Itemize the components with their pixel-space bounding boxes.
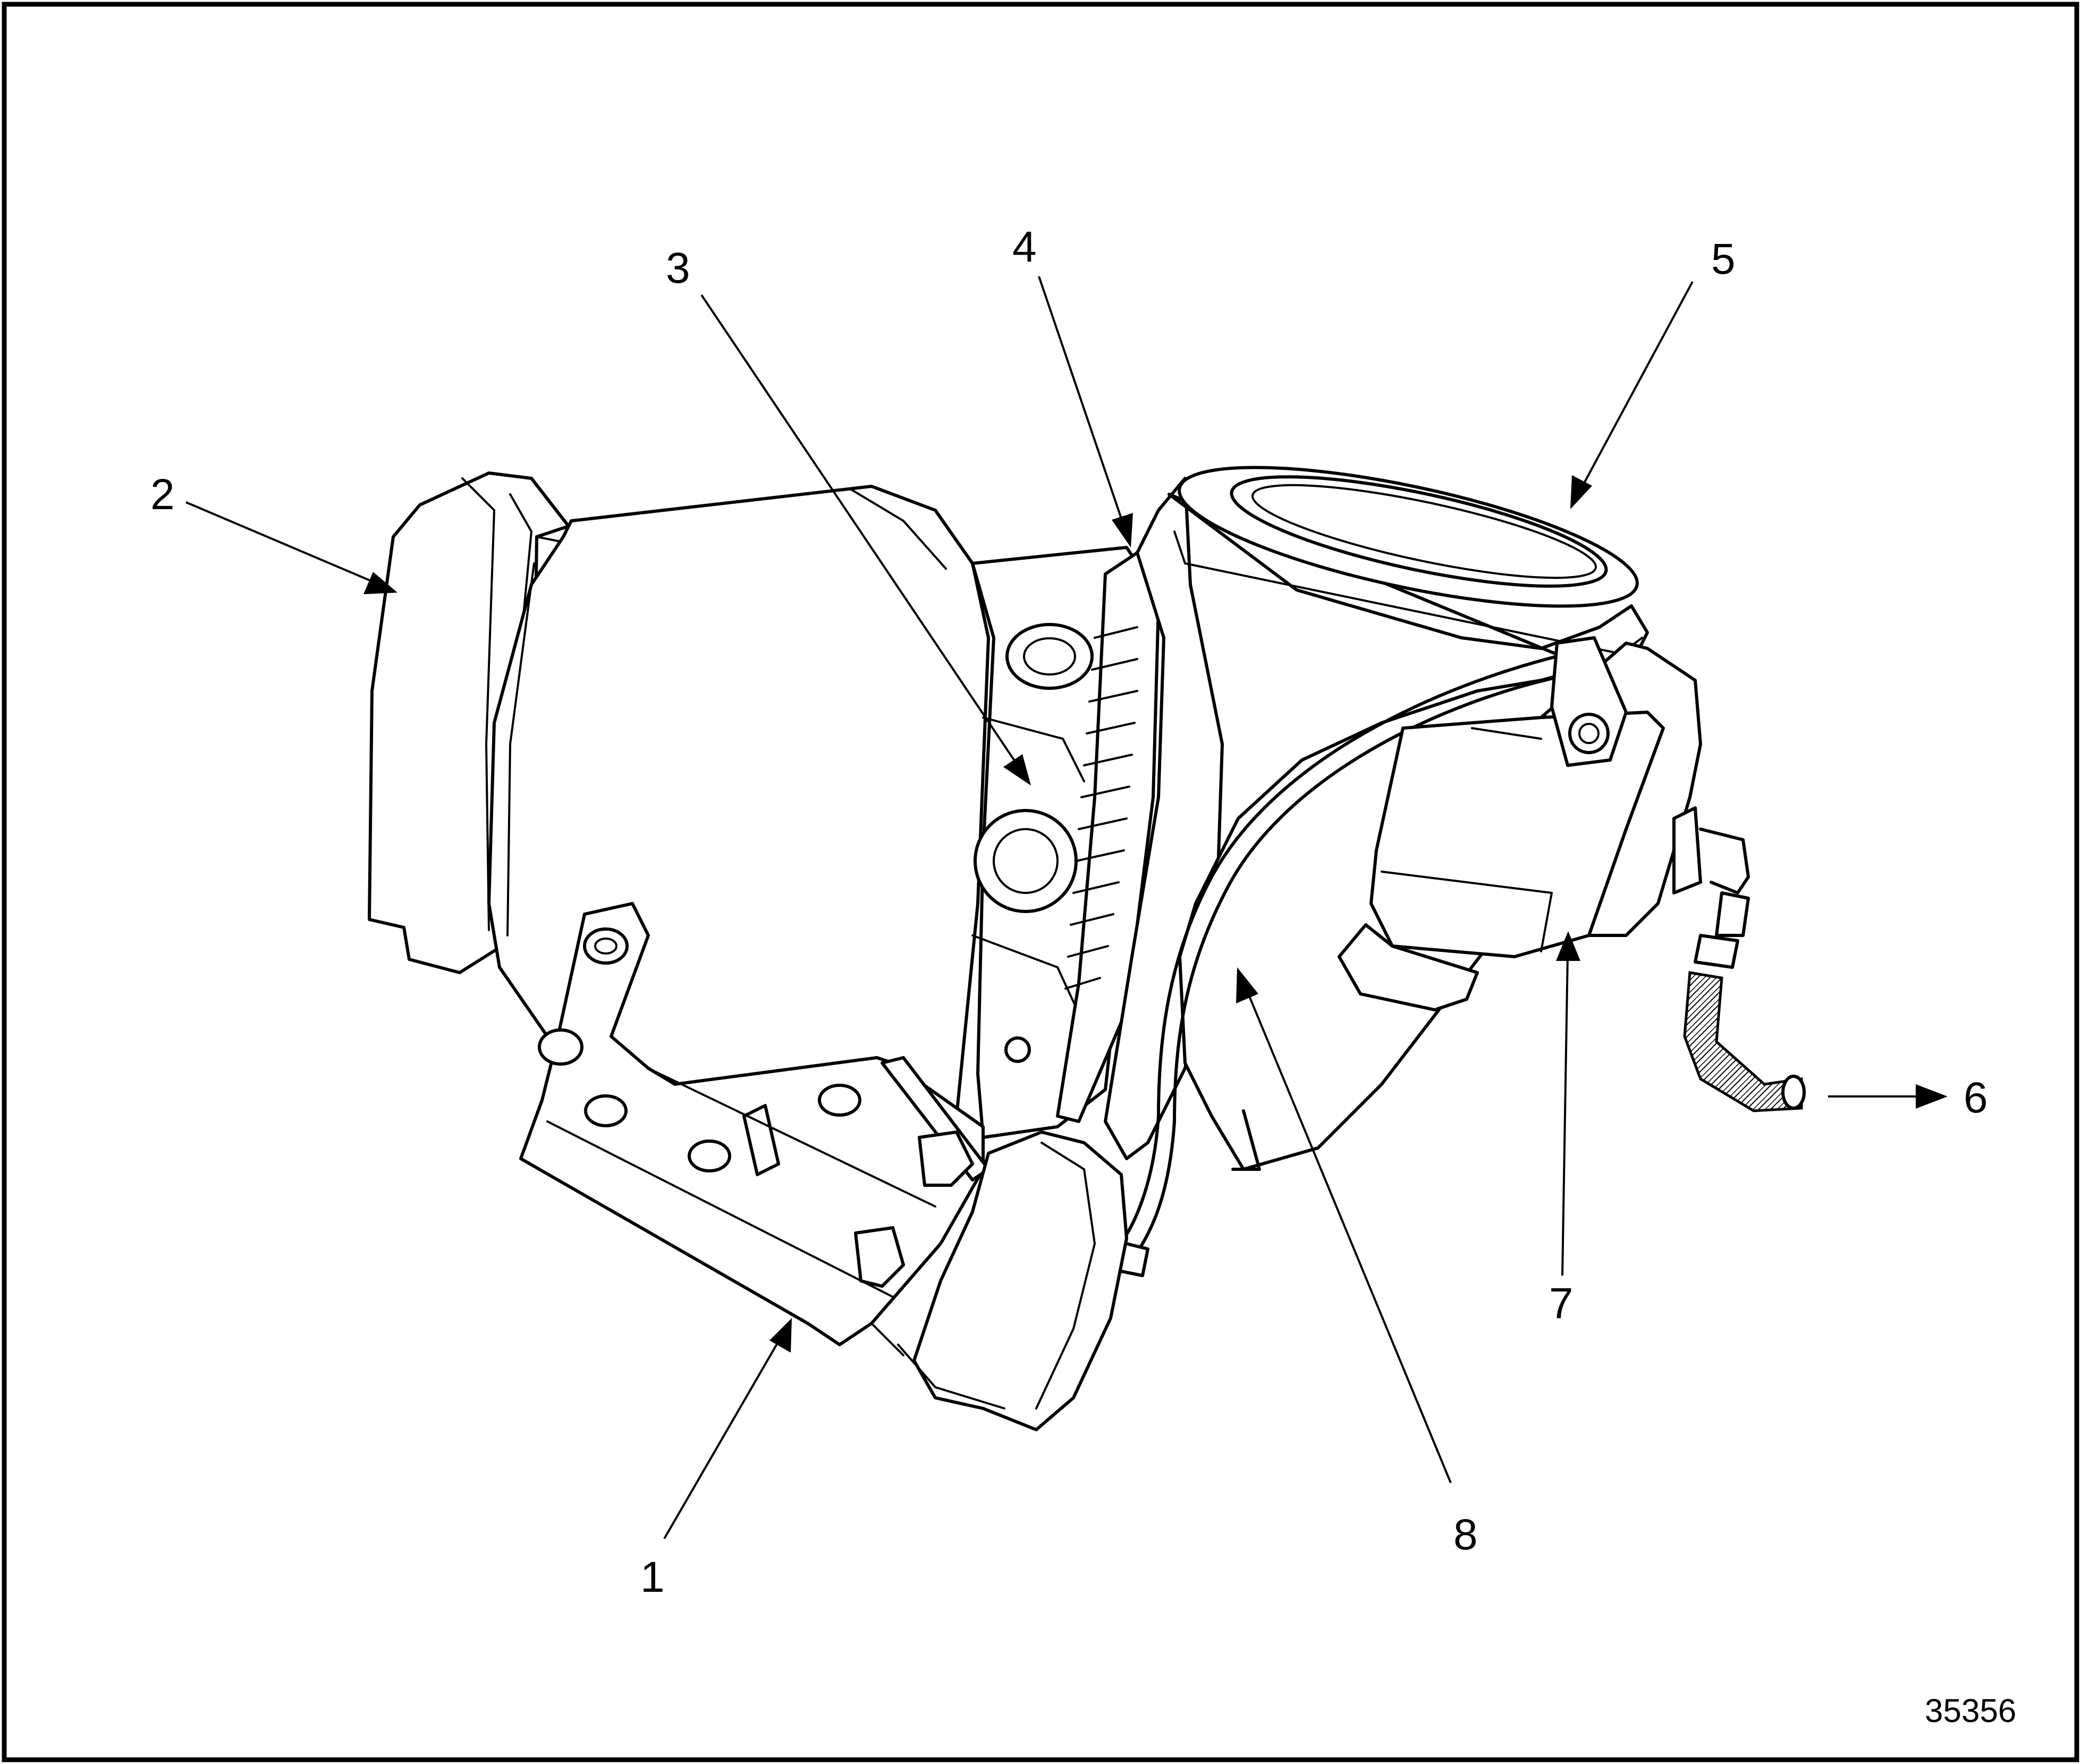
arrowhead-8 [1236, 967, 1258, 1003]
leader-line-7 [1561, 953, 1569, 1276]
callout-7: 7 [1549, 1279, 1574, 1328]
arrowhead-6 [1916, 1084, 1948, 1109]
leader-line-4 [1038, 276, 1125, 527]
figure-number: 35356 [1925, 1693, 2016, 1729]
callout-5: 5 [1711, 235, 1736, 283]
arrowhead-1 [769, 1318, 792, 1353]
leader-line-1 [663, 1336, 782, 1540]
callout-4: 4 [1012, 223, 1037, 271]
callout-3: 3 [666, 244, 690, 292]
leader-line-8 [1245, 988, 1452, 1483]
callout-labels: 1 2 3 4 5 6 7 8 [150, 223, 1988, 1601]
leader-line-2 [185, 501, 378, 585]
arrowhead-5 [1570, 475, 1592, 509]
drain-hose [1672, 806, 1806, 1112]
callout-8: 8 [1453, 1510, 1478, 1559]
arrowhead-2 [363, 572, 397, 594]
arrowhead-3 [1003, 754, 1031, 786]
callout-6: 6 [1964, 1074, 1988, 1122]
leader-lines [185, 276, 1948, 1540]
callout-2: 2 [150, 470, 175, 519]
leader-line-3 [700, 294, 1019, 766]
lower-outlet-ring [870, 1130, 1128, 1431]
callout-1: 1 [640, 1553, 665, 1601]
mounting-bracket [519, 902, 990, 1346]
turbocharger-illustration [368, 466, 1806, 1431]
actuator [1338, 636, 1702, 1011]
arrowhead-4 [1112, 513, 1133, 547]
leader-line-5 [1580, 281, 1694, 489]
arrowhead-7 [1556, 931, 1580, 961]
